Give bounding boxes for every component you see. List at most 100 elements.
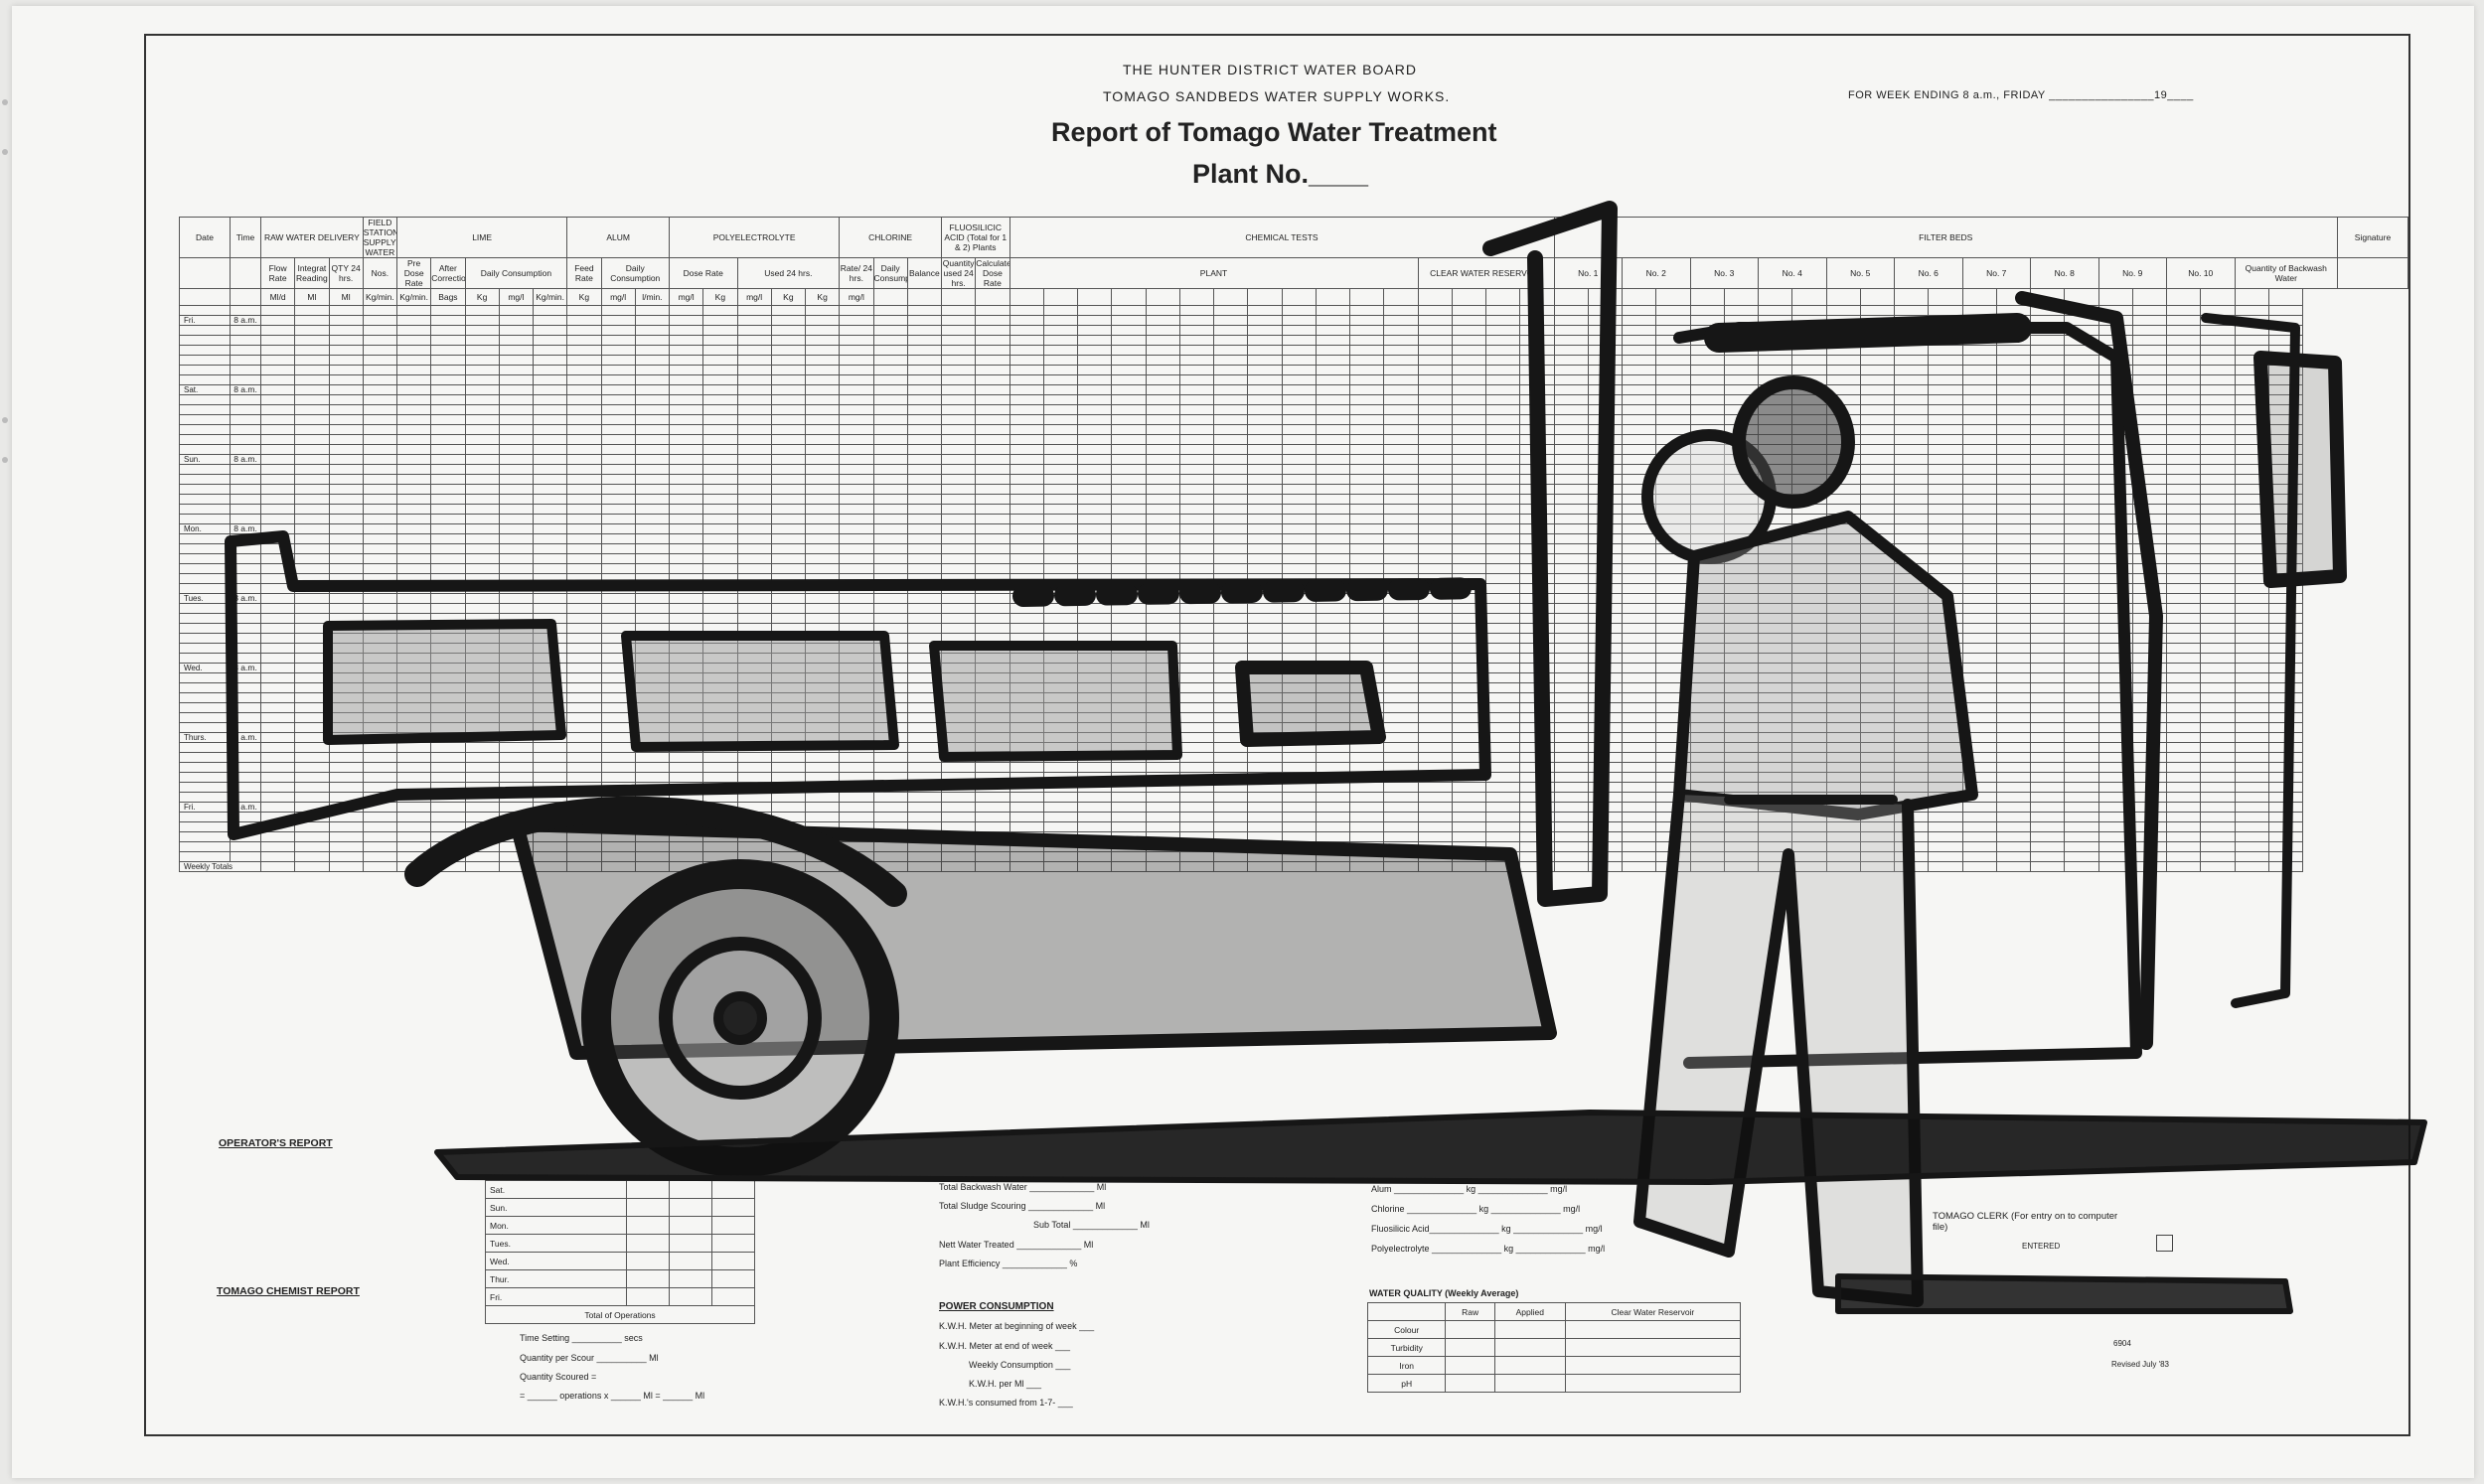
- grid-cell[interactable]: [1009, 643, 1044, 654]
- grid-cell[interactable]: [702, 325, 738, 336]
- grid-cell[interactable]: [1723, 653, 1760, 664]
- grid-cell[interactable]: [430, 851, 466, 862]
- grid-cell[interactable]: [1553, 603, 1589, 614]
- grid-cell[interactable]: [839, 583, 874, 594]
- grid-cell[interactable]: [2234, 365, 2269, 375]
- grid-cell[interactable]: [1417, 752, 1453, 763]
- grid-cell[interactable]: [1757, 315, 1793, 326]
- grid-cell[interactable]: [1348, 643, 1385, 654]
- grid-cell[interactable]: [430, 325, 466, 336]
- grid-cell[interactable]: [668, 484, 704, 495]
- grid-cell[interactable]: [1212, 345, 1249, 356]
- grid-cell[interactable]: [362, 504, 398, 515]
- grid-cell[interactable]: [566, 523, 602, 534]
- grid-cell[interactable]: [1961, 722, 1997, 733]
- grid-cell[interactable]: [430, 563, 466, 574]
- grid-cell[interactable]: [1348, 514, 1385, 524]
- grid-cell[interactable]: [566, 474, 602, 485]
- grid-cell[interactable]: [395, 573, 432, 584]
- grid-cell[interactable]: [1519, 633, 1555, 644]
- total-cell[interactable]: [634, 861, 671, 872]
- grid-cell[interactable]: [1212, 394, 1249, 405]
- grid-cell[interactable]: [1928, 434, 1963, 445]
- grid-cell[interactable]: [259, 841, 296, 852]
- grid-cell[interactable]: [1042, 365, 1079, 375]
- grid-cell[interactable]: [1111, 792, 1147, 803]
- grid-cell[interactable]: [1928, 792, 1963, 803]
- grid-cell[interactable]: [839, 603, 874, 614]
- grid-cell[interactable]: [1825, 672, 1861, 683]
- grid-cell[interactable]: [179, 514, 231, 524]
- grid-cell[interactable]: [600, 653, 636, 664]
- grid-cell[interactable]: [1315, 663, 1351, 673]
- grid-cell[interactable]: [1247, 533, 1283, 544]
- grid-cell[interactable]: [1723, 821, 1760, 832]
- grid-cell[interactable]: [2267, 305, 2304, 316]
- grid-cell[interactable]: [1281, 752, 1317, 763]
- grid-cell[interactable]: [2267, 414, 2304, 425]
- grid-cell[interactable]: [294, 514, 330, 524]
- grid-cell[interactable]: [736, 365, 772, 375]
- total-cell[interactable]: [1893, 861, 1930, 872]
- grid-cell[interactable]: [1315, 692, 1351, 703]
- grid-cell[interactable]: [1655, 742, 1691, 753]
- grid-cell[interactable]: [1348, 732, 1385, 743]
- grid-cell[interactable]: [975, 841, 1010, 852]
- grid-cell[interactable]: [1621, 653, 1657, 664]
- grid-cell[interactable]: [1553, 782, 1589, 793]
- grid-cell[interactable]: [1825, 434, 1861, 445]
- grid-cell[interactable]: [1928, 484, 1963, 495]
- grid-cell[interactable]: [2029, 444, 2066, 455]
- grid-cell[interactable]: [906, 692, 943, 703]
- grid-cell[interactable]: [430, 484, 466, 495]
- grid-cell[interactable]: [736, 444, 772, 455]
- grid-cell[interactable]: [1825, 821, 1861, 832]
- grid-cell[interactable]: [230, 583, 261, 594]
- grid-cell[interactable]: [634, 782, 671, 793]
- grid-cell[interactable]: [2234, 454, 2269, 465]
- grid-cell[interactable]: [1076, 315, 1113, 326]
- grid-cell[interactable]: [906, 712, 943, 723]
- grid-cell[interactable]: [1383, 563, 1419, 574]
- grid-cell[interactable]: [1348, 821, 1385, 832]
- grid-cell[interactable]: [1961, 335, 1997, 346]
- grid-cell[interactable]: [1076, 792, 1113, 803]
- grid-cell[interactable]: [430, 365, 466, 375]
- grid-cell[interactable]: [179, 821, 231, 832]
- grid-cell[interactable]: [1111, 851, 1147, 862]
- grid-cell[interactable]: [1348, 464, 1385, 475]
- grid-cell[interactable]: [1825, 573, 1861, 584]
- grid-cell[interactable]: [1723, 772, 1760, 783]
- grid-cell[interactable]: [1757, 573, 1793, 584]
- grid-cell[interactable]: [1348, 831, 1385, 842]
- grid-cell[interactable]: [2064, 831, 2099, 842]
- grid-cell[interactable]: [2029, 335, 2066, 346]
- grid-cell[interactable]: [498, 355, 535, 366]
- grid-cell[interactable]: [2165, 812, 2202, 822]
- grid-cell[interactable]: [430, 355, 466, 366]
- grid-cell[interactable]: [1621, 543, 1657, 554]
- grid-cell[interactable]: [770, 573, 807, 584]
- grid-cell[interactable]: [2165, 315, 2202, 326]
- grid-cell[interactable]: [1791, 474, 1827, 485]
- grid-cell[interactable]: [634, 792, 671, 803]
- grid-cell[interactable]: [1383, 593, 1419, 604]
- grid-cell[interactable]: [294, 623, 330, 634]
- grid-cell[interactable]: [1076, 802, 1113, 813]
- grid-cell[interactable]: [1553, 325, 1589, 336]
- grid-cell[interactable]: [2064, 543, 2099, 554]
- grid-cell[interactable]: [839, 484, 874, 495]
- total-cell[interactable]: [566, 861, 602, 872]
- grid-cell[interactable]: [1689, 543, 1725, 554]
- grid-cell[interactable]: [294, 404, 330, 415]
- grid-cell[interactable]: [1587, 563, 1624, 574]
- grid-cell[interactable]: [1076, 782, 1113, 793]
- grid-cell[interactable]: [1928, 821, 1963, 832]
- grid-cell[interactable]: [430, 454, 466, 465]
- grid-cell[interactable]: [2234, 682, 2269, 693]
- grid-cell[interactable]: [2200, 315, 2236, 326]
- grid-cell[interactable]: [1247, 355, 1283, 366]
- grid-cell[interactable]: [464, 394, 500, 405]
- grid-cell[interactable]: [1553, 722, 1589, 733]
- grid-cell[interactable]: [2097, 593, 2133, 604]
